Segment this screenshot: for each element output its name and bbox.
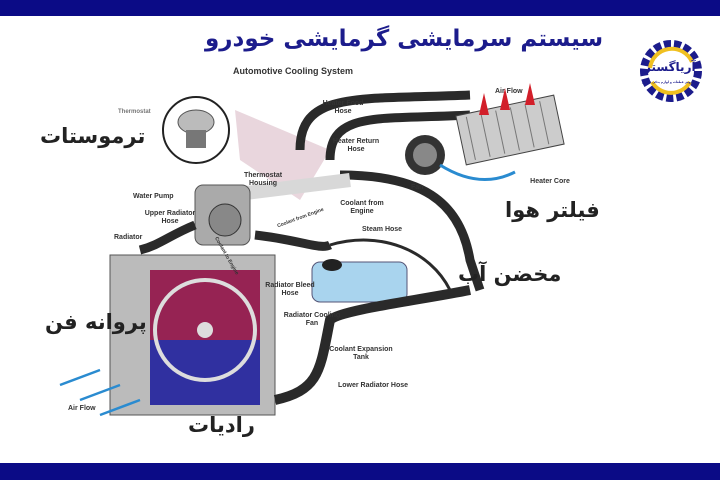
label-upper-radiator-hose: Upper Radiator Hose <box>144 210 196 225</box>
heater-core <box>455 94 565 166</box>
fa-label-radiator: رادیات <box>188 413 255 437</box>
fa-label-water-tank: مخضن آب <box>458 262 562 286</box>
label-steam-hose: Steam Hose <box>362 226 403 233</box>
label-heater-core: Heater Core <box>530 178 570 185</box>
label-coolant-from-engine: Coolant from Engine <box>340 200 384 215</box>
label-radiator-cooling-fan: Radiator Cooling Fan <box>283 312 341 327</box>
air-flow-in-arrows <box>59 368 141 417</box>
logo-tagline: فروش قطعات و لوازم یدکی خودرو <box>642 80 695 84</box>
logo-name: آریاگستر <box>644 60 696 74</box>
radiator-fan <box>153 278 257 382</box>
heater-feed-hose <box>295 90 471 151</box>
fa-label-fan-blade: پروانه فن <box>45 310 147 334</box>
logo: آریاگستر فروش قطعات و لوازم یدکی خودرو <box>638 38 704 104</box>
top-bar <box>0 0 720 16</box>
fa-label-air-filter: فیلتر هوا <box>505 198 600 222</box>
fa-label-thermostat: ترموستات <box>40 124 146 148</box>
label-water-pump: Water Pump <box>133 193 174 200</box>
label-thermostat: Thermostat <box>118 109 151 115</box>
upper-radiator-hose <box>138 220 197 255</box>
label-heater-feed-hose: Heater Food Hose <box>322 100 364 115</box>
label-air-flow-bottom: Air Flow <box>68 405 96 412</box>
label-fan: Fan <box>411 184 424 191</box>
lower-radiator-hose <box>273 285 471 405</box>
label-heater-return-hose: Heater Return Hose <box>332 138 380 153</box>
page-title: سیستم سرمایشی گرمایشی خودرو <box>205 26 604 52</box>
bottom-bar <box>0 463 720 480</box>
radiator <box>109 254 276 416</box>
air-flow-up-arrows <box>479 83 535 115</box>
label-coolant-expansion-tank: Coolant Expansion Tank <box>329 346 393 361</box>
label-radiator: Radiator <box>114 234 143 241</box>
heater-return-hose <box>325 110 471 161</box>
zoom-wedge <box>235 110 330 200</box>
subtitle: Automotive Cooling System <box>233 66 354 76</box>
label-lower-radiator-hose: Lower Radiator Hose <box>338 382 409 389</box>
label-air-flow-top: Air Flow <box>495 88 523 95</box>
label-radiator-bleed-hose: Radiator Bleed Hose <box>265 282 315 297</box>
expansion-tank <box>311 261 408 303</box>
gear-logo-icon <box>640 40 702 102</box>
steam-hose <box>329 238 452 291</box>
label-thermostat-housing: Thermostat Housing <box>243 172 283 187</box>
